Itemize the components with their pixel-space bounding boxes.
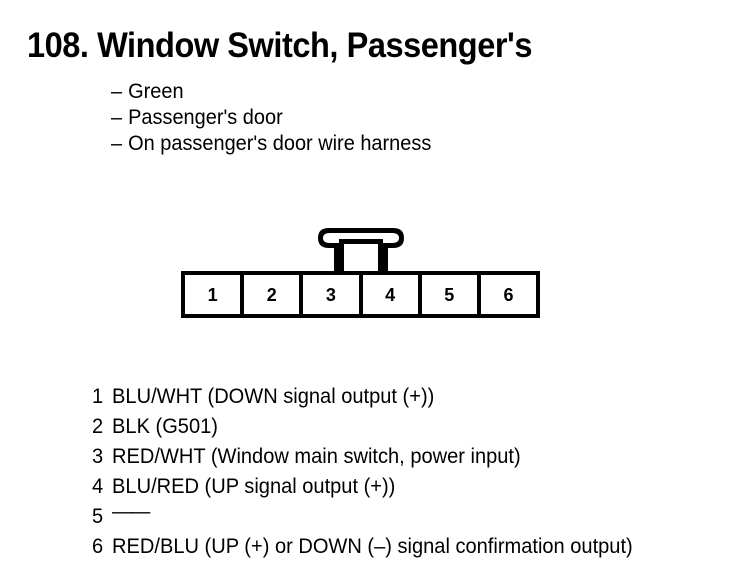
descriptor-item: – Passenger's door [111,105,643,131]
pin-legend-row: 2 BLK (G501) [92,412,684,442]
pin-legend-row: 1 BLU/WHT (DOWN signal output (+)) [92,382,684,412]
en-dash-bullet-icon: – [111,80,123,103]
connector-latch-tab-icon [316,226,406,272]
connector-diagram: 1 2 3 4 5 6 [181,226,540,320]
pin-legend-number: 4 [92,475,104,498]
pin-legend-description: RED/WHT (Window main switch, power input… [112,445,521,468]
pin-legend-row: 3 RED/WHT (Window main switch, power inp… [92,442,684,472]
descriptor-label: Green [128,80,184,103]
pin-legend-description: BLK (G501) [112,415,218,438]
descriptor-list: – Green – Passenger's door – On passenge… [111,79,671,157]
pin-legend-number: 3 [92,445,104,468]
en-dash-bullet-icon: – [111,132,123,155]
descriptor-item: – On passenger's door wire harness [111,131,643,157]
page-title: 108. Window Switch, Passenger's [27,26,532,65]
connector-shell: 1 2 3 4 5 6 [181,271,540,318]
connector-pin-3[interactable]: 3 [303,275,363,314]
pin-legend-row: 4 BLU/RED (UP signal output (+)) [92,472,684,502]
descriptor-label: Passenger's door [128,106,283,129]
pin-legend-number: 6 [92,535,104,558]
connector-pin-4[interactable]: 4 [362,275,422,314]
pin-legend-description: BLU/RED (UP signal output (+)) [112,475,396,498]
pin-legend-description: RED/BLU (UP (+) or DOWN (–) signal confi… [112,535,633,558]
descriptor-label: On passenger's door wire harness [128,132,432,155]
connector-pin-2[interactable]: 2 [244,275,304,314]
pin-legend-number: 5 [92,505,104,528]
connector-pin-5[interactable]: 5 [421,275,481,314]
pin-legend-description: —— [112,500,150,523]
pin-legend-list: 1 BLU/WHT (DOWN signal output (+)) 2 BLK… [92,382,712,562]
connector-pin-1[interactable]: 1 [185,275,245,314]
connector-pin-6[interactable]: 6 [480,275,537,314]
pin-legend-description: BLU/WHT (DOWN signal output (+)) [112,385,435,408]
descriptor-item: – Green [111,79,643,105]
pin-legend-row: 5 —— [92,500,684,532]
pin-legend-number: 2 [92,415,104,438]
pin-legend-row: 6 RED/BLU (UP (+) or DOWN (–) signal con… [92,532,684,562]
pin-legend-number: 1 [92,385,104,408]
en-dash-bullet-icon: – [111,106,123,129]
